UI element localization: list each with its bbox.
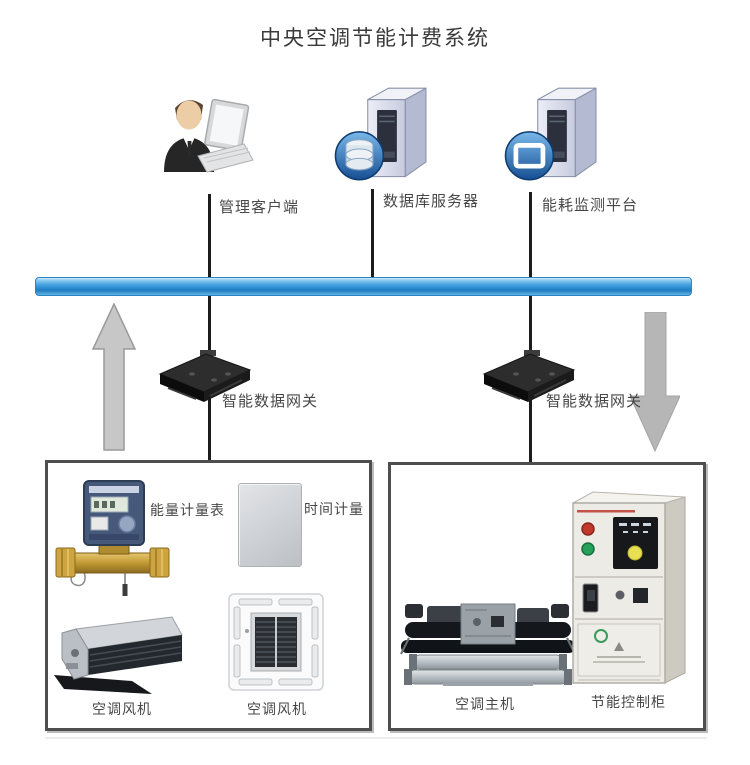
cassette-fan-icon (228, 593, 324, 691)
node-label-management-client: 管理客户端 (219, 199, 300, 216)
time-meter-icon (238, 483, 302, 567)
item-label-time-meter: 时间计量 (304, 501, 364, 517)
plant-equipment-box: 空调主机 (388, 462, 706, 731)
node-label-energy-platform: 能耗监测平台 (542, 197, 639, 214)
bottom-divider (45, 737, 707, 739)
node-label-database-server: 数据库服务器 (383, 193, 480, 210)
gateway-icon (158, 350, 252, 402)
network-bus (35, 277, 692, 296)
item-label-duct-fan: 空调风机 (92, 701, 152, 717)
energy-meter-icon (55, 480, 170, 596)
connector-db-bus (371, 189, 374, 278)
gateway-label-right: 智能数据网关 (546, 393, 643, 410)
up-arrow (91, 303, 137, 451)
item-label-energy-meter: 能量计量表 (150, 502, 225, 518)
item-label-control-cabinet: 节能控制柜 (591, 694, 666, 710)
metering-equipment-box: 能量计量表 时间计量 空调风机 (45, 460, 372, 731)
down-arrow (630, 312, 680, 452)
chiller-icon (400, 603, 576, 686)
monitor-server-icon (504, 87, 597, 181)
item-label-chiller: 空调主机 (455, 696, 515, 712)
gateway-label-left: 智能数据网关 (222, 393, 319, 410)
duct-fan-icon (54, 616, 183, 694)
control-cabinet-icon (572, 491, 686, 684)
item-label-cassette-fan: 空调风机 (247, 701, 307, 717)
gateway-icon (482, 350, 576, 402)
connector-platform-bus (529, 192, 532, 278)
database-server-icon (334, 87, 427, 181)
connector-client-bus (208, 194, 211, 278)
person-laptop-icon (164, 98, 254, 173)
page-title: 中央空调节能计费系统 (260, 27, 490, 50)
